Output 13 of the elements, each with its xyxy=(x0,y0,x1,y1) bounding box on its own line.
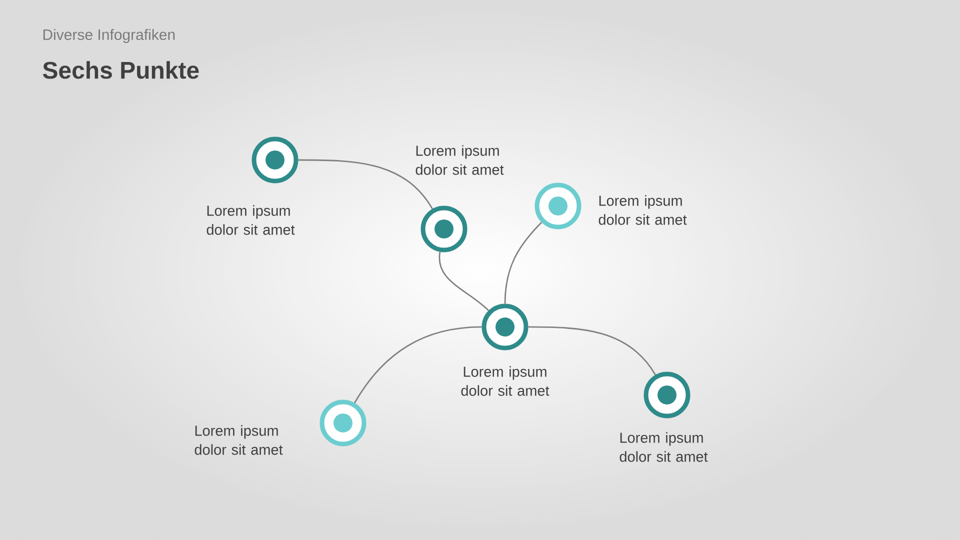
title: Sechs Punkte xyxy=(42,61,199,79)
body-text: Lorem ipsum dolor sit amet xyxy=(206,205,295,235)
connector-line xyxy=(354,326,482,404)
body-text: Lorem ipsum dolor sit amet xyxy=(620,432,708,462)
body-text: Lorem ipsum dolor sit amet xyxy=(598,195,687,225)
body-text: Lorem ipsum dolor sit amet xyxy=(194,425,283,455)
body-text: Lorem ipsum dolor sit amet xyxy=(461,366,550,396)
connector-line xyxy=(438,252,490,312)
connector-line xyxy=(528,326,656,376)
body-text: Lorem ipsum dolor sit amet xyxy=(416,145,504,175)
subtitle: Diverse Infografiken xyxy=(43,29,175,43)
connector-line xyxy=(298,159,433,210)
connector-line xyxy=(504,222,542,304)
